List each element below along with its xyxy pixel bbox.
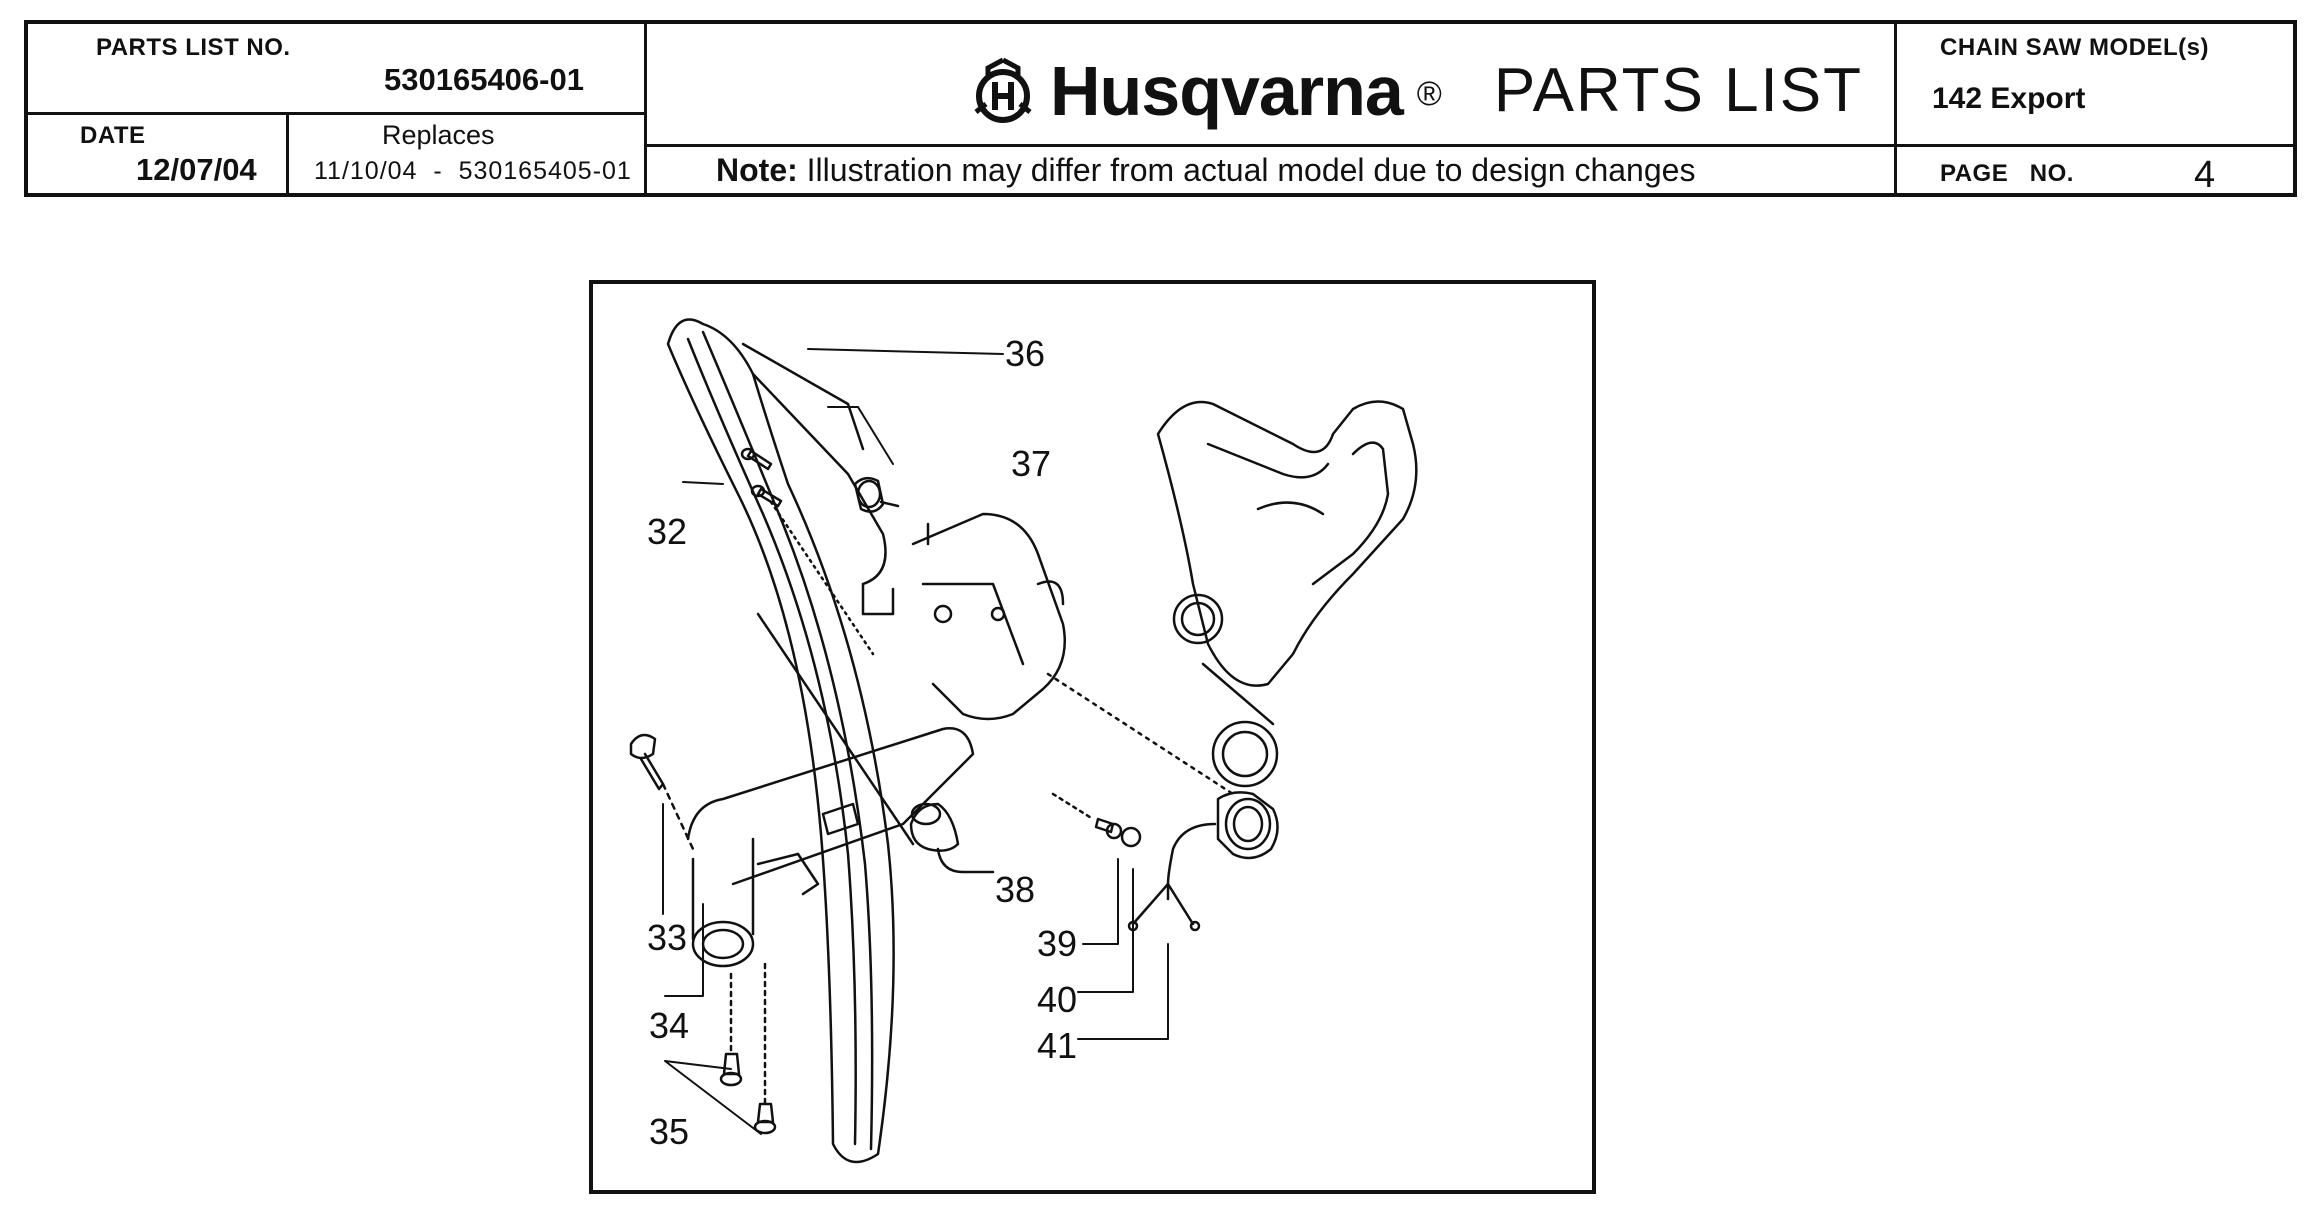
page-number: 4 xyxy=(2194,154,2216,196)
callout-39: 39 xyxy=(1037,923,1078,964)
bolts-35-drawing xyxy=(719,962,777,1135)
parts-illustration: 36 37 32 33 34 35 38 39 40 41 xyxy=(589,280,1596,1194)
document-title: PARTS LIST xyxy=(1493,56,1864,125)
divider xyxy=(1894,144,2297,147)
brand-name: Husqvarna xyxy=(1050,52,1404,130)
page-label: PAGE NO. xyxy=(1940,160,2074,187)
divider xyxy=(286,112,289,193)
plug-37-drawing xyxy=(853,476,900,513)
replaces-value: 11/10/04 - 530165405-01 xyxy=(314,157,632,185)
registered-mark: ® xyxy=(1416,74,1442,113)
divider xyxy=(28,112,644,115)
bolt-33-drawing xyxy=(629,733,695,851)
divider xyxy=(644,144,1894,147)
parts-list-no-label: PARTS LIST NO. xyxy=(96,34,291,61)
note-label: Note: xyxy=(716,152,798,188)
parts-list-no: 530165406-01 xyxy=(384,62,584,97)
model-value: 142 Export xyxy=(1932,82,2086,115)
date-label: DATE xyxy=(80,122,146,149)
callout-40: 40 xyxy=(1037,979,1078,1020)
divider xyxy=(1894,24,1897,193)
date-value: 12/07/04 xyxy=(136,152,257,187)
cap-38-drawing xyxy=(909,802,995,874)
callout-36: 36 xyxy=(1005,333,1046,374)
exploded-view-drawing xyxy=(629,318,1418,1164)
model-label: CHAIN SAW MODEL(s) xyxy=(1940,34,2209,61)
callout-41: 41 xyxy=(1037,1025,1078,1066)
front-handle-bar-drawing xyxy=(666,318,915,1164)
note-text: Illustration may differ from actual mode… xyxy=(797,152,1696,188)
parts-list-header: PARTS LIST NO. 530165406-01 DATE 12/07/0… xyxy=(24,20,2297,197)
rear-handle-tank-drawing xyxy=(1156,400,1418,788)
brand-block: Husqvarna ® PARTS LIST xyxy=(968,56,1863,126)
housing-drawing xyxy=(911,512,1067,721)
callout-33: 33 xyxy=(647,917,688,958)
callout-37: 37 xyxy=(1011,443,1052,484)
callout-34: 34 xyxy=(649,1005,690,1046)
screws-32-drawing xyxy=(740,447,875,656)
callout-leader-lines xyxy=(662,348,1169,1135)
husqvarna-logo-icon xyxy=(974,57,1032,123)
callout-35: 35 xyxy=(649,1111,690,1152)
note: Note: Illustration may differ from actua… xyxy=(716,152,1695,189)
fuel-cap-41-drawing xyxy=(1046,672,1279,932)
front-tube-drawing xyxy=(686,727,975,968)
callout-32: 32 xyxy=(647,511,688,552)
replaces-label: Replaces xyxy=(382,120,495,150)
callout-38: 38 xyxy=(995,869,1036,910)
divider xyxy=(644,24,647,193)
screen-screw-39-40-drawing xyxy=(1051,792,1142,848)
